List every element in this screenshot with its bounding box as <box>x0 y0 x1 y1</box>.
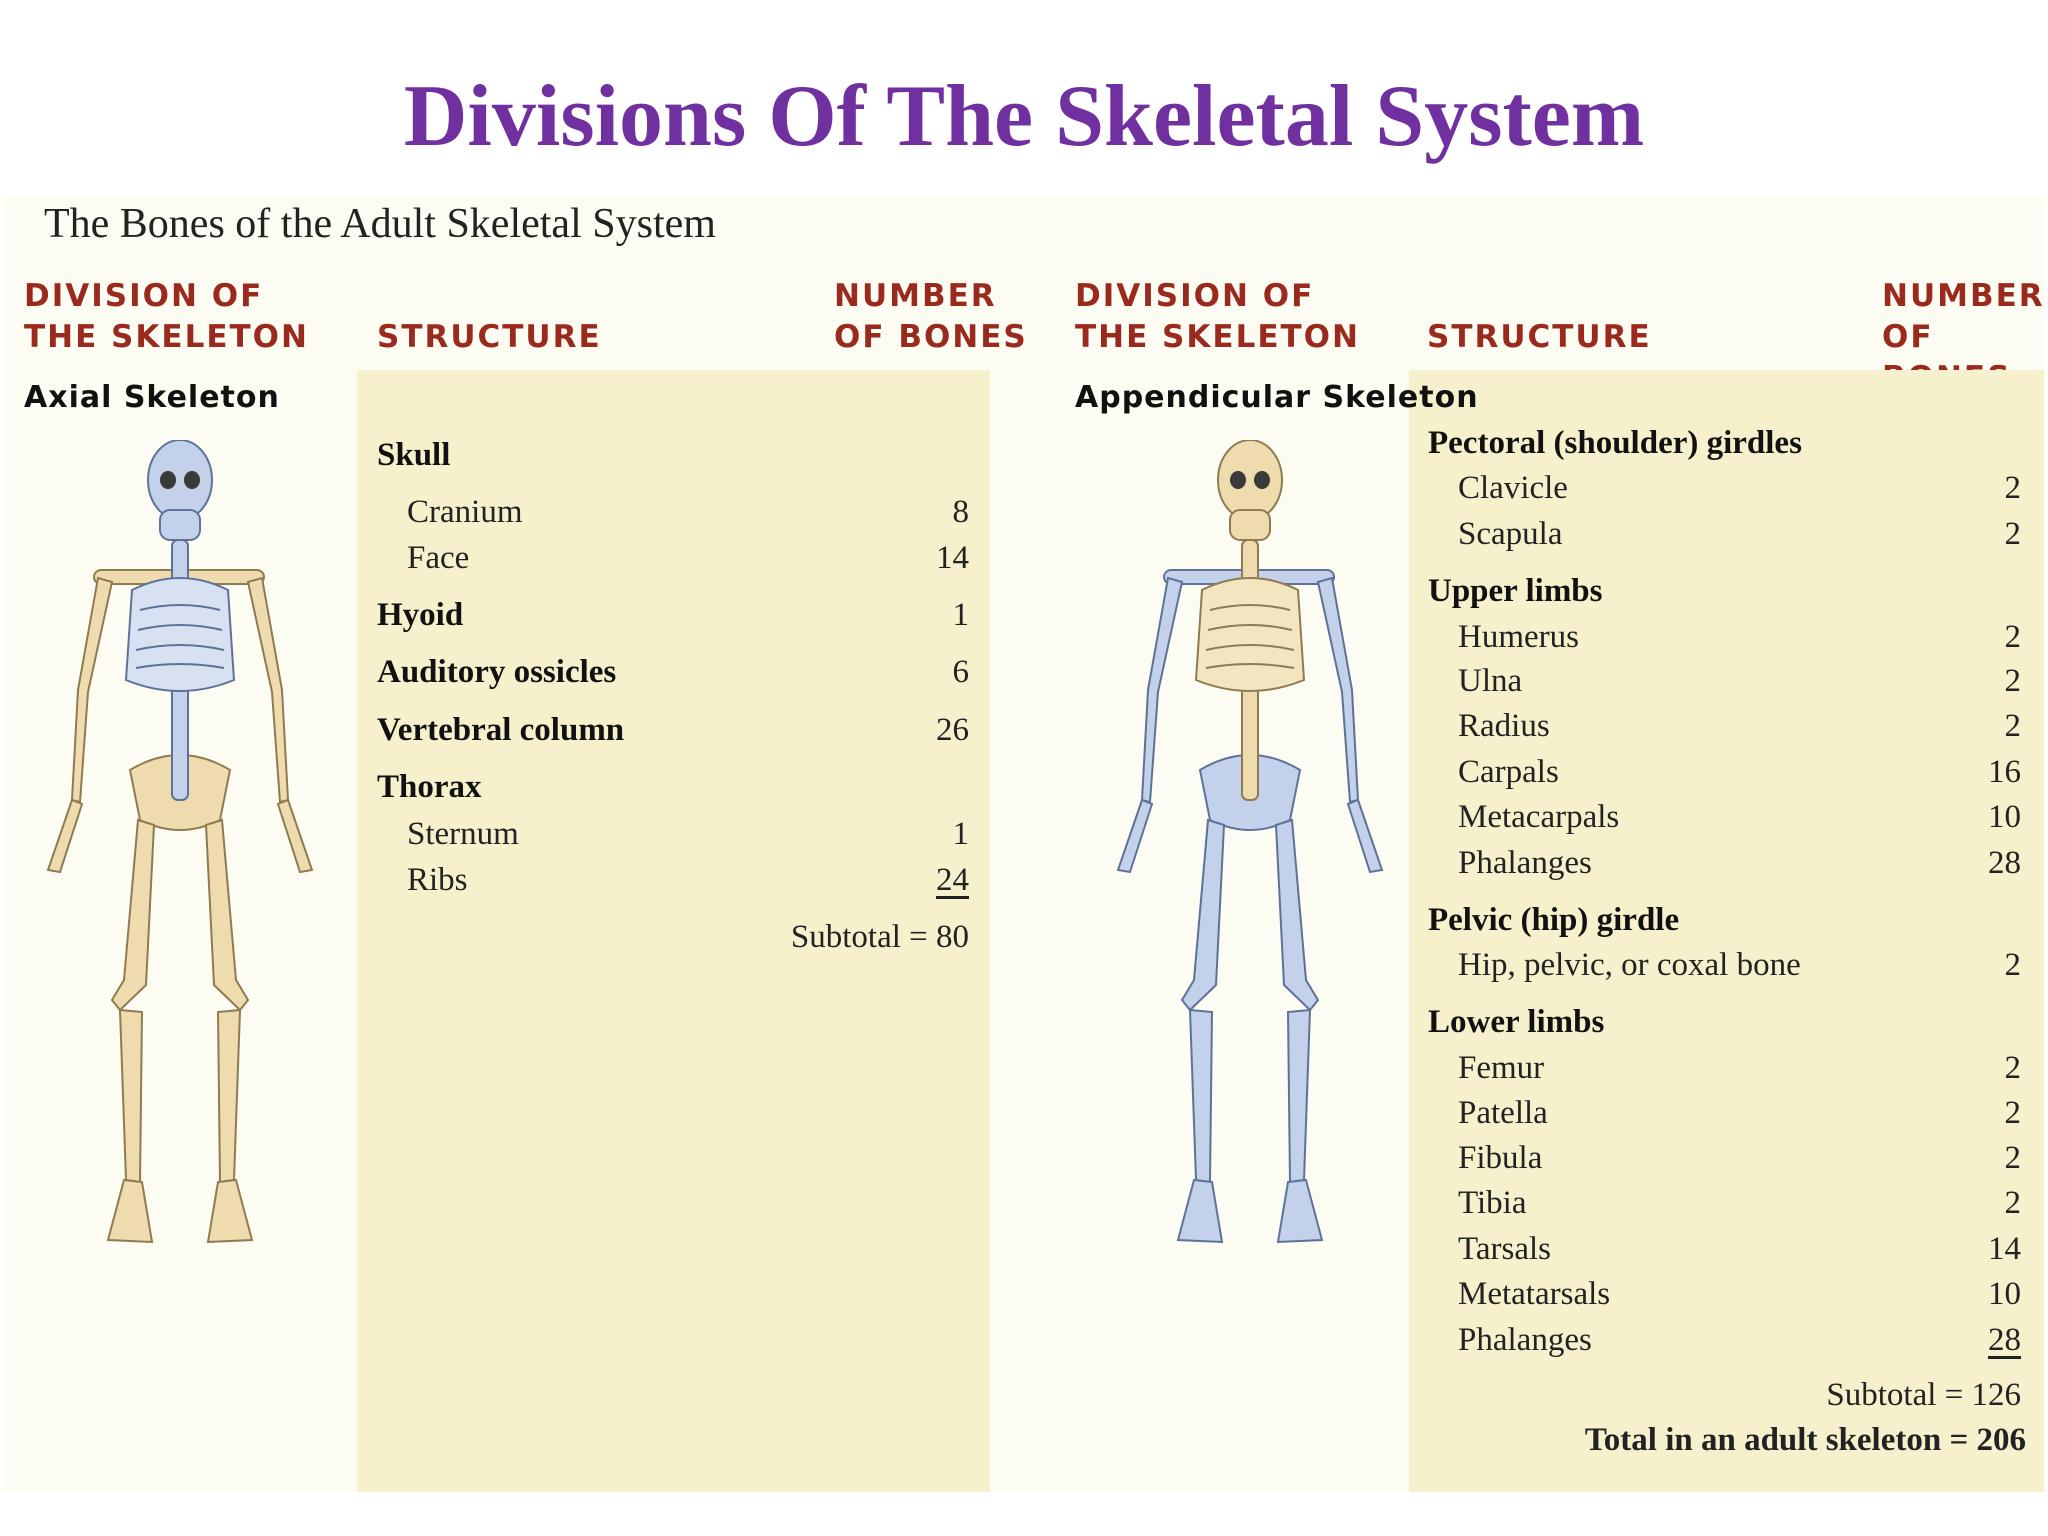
structure-group-label: Pelvic (hip) girdle <box>1428 902 1680 938</box>
table-title: The Bones of the Adult Skeletal System <box>44 201 716 247</box>
structure-item-label: Sternum <box>407 816 519 852</box>
skull-eyes <box>1230 471 1270 489</box>
bone-count: 1 <box>952 597 970 633</box>
structure-item-label: Phalanges <box>1458 845 1592 881</box>
bone-count: 26 <box>936 712 969 748</box>
appendicular-structure-column <box>1409 370 2044 1492</box>
bone-count: 10 <box>1988 799 2021 835</box>
axial-skeleton-illustration <box>46 440 314 1244</box>
bone-count: 10 <box>1988 1276 2021 1312</box>
limb-bones <box>46 569 314 1244</box>
division-appendicular: Appendicular Skeleton <box>1075 380 1479 415</box>
appendicular-subtotal: Subtotal = 126 <box>1826 1377 2021 1413</box>
structure-item-label: Humerus <box>1458 619 1579 655</box>
structure-item-label: Hip, pelvic, or coxal bone <box>1458 947 1801 983</box>
bone-count: 16 <box>1988 754 2021 790</box>
bone-count: 2 <box>2004 708 2022 744</box>
structure-group-label: Skull <box>377 437 451 473</box>
structure-item-label: Patella <box>1458 1095 1548 1131</box>
bone-count: 8 <box>952 494 970 530</box>
header-structure-right: STRUCTURE <box>1427 319 1652 355</box>
structure-item-label: Radius <box>1458 708 1550 744</box>
structure-group-label: Pectoral (shoulder) girdles <box>1428 425 1802 461</box>
structure-item-label: Metatarsals <box>1458 1276 1611 1312</box>
structure-item-label: Ribs <box>407 862 468 898</box>
structure-item-label: Phalanges <box>1458 1322 1592 1358</box>
structure-group-label: Thorax <box>377 769 482 805</box>
structure-item-label: Fibula <box>1458 1140 1543 1176</box>
appendicular-skeleton-illustration <box>1116 440 1384 1244</box>
bone-count: 2 <box>2004 516 2022 552</box>
header-division-right: DIVISION OF THE SKELETON <box>1075 278 1360 355</box>
structure-item-label: Carpals <box>1458 754 1559 790</box>
bone-count: 28 <box>1988 845 2021 881</box>
structure-item-label: Tarsals <box>1458 1231 1551 1267</box>
bone-count: 2 <box>2004 1185 2022 1221</box>
structure-item-label: Metacarpals <box>1458 799 1620 835</box>
bone-count: 1 <box>952 816 970 852</box>
header-division-left: DIVISION OF THE SKELETON <box>24 278 309 355</box>
axial-bones <box>124 440 236 801</box>
header-structure-left: STRUCTURE <box>377 319 602 355</box>
structure-item-label: Femur <box>1458 1050 1545 1086</box>
header-number-left: NUMBER OF BONES <box>834 278 1028 355</box>
structure-group-label: Upper limbs <box>1428 573 1603 609</box>
bone-count: 2 <box>2004 619 2022 655</box>
structure-item-label: Clavicle <box>1458 470 1568 506</box>
structure-item-label: Face <box>407 540 470 576</box>
skull-eyes <box>160 471 200 489</box>
axial-bones <box>1194 440 1306 801</box>
structure-group-label: Hyoid <box>377 597 464 633</box>
bone-count: 2 <box>2004 1140 2022 1176</box>
structure-item-label: Tibia <box>1458 1185 1527 1221</box>
bone-count: 14 <box>1988 1231 2021 1267</box>
division-axial: Axial Skeleton <box>24 380 280 415</box>
bone-count: 6 <box>952 654 970 690</box>
bone-count: 2 <box>2004 470 2022 506</box>
structure-group-label: Vertebral column <box>377 712 625 748</box>
bone-count: 2 <box>2004 947 2022 983</box>
bone-count: 2 <box>2004 1095 2022 1131</box>
bone-count: 2 <box>2004 663 2022 699</box>
structure-group-label: Lower limbs <box>1428 1004 1605 1040</box>
structure-item-label: Scapula <box>1458 516 1563 552</box>
bone-count: 2 <box>2004 1050 2022 1086</box>
structure-item-label: Ulna <box>1458 663 1523 699</box>
skeleton-total: Total in an adult skeleton = 206 <box>1584 1422 2026 1458</box>
axial-subtotal: Subtotal = 80 <box>790 919 969 955</box>
slide-title: Divisions Of The Skeletal System <box>403 68 1645 165</box>
bone-count: 24 <box>936 862 969 898</box>
structure-group-label: Auditory ossicles <box>377 654 617 690</box>
structure-item-label: Cranium <box>407 494 523 530</box>
bone-count: 28 <box>1988 1322 2021 1358</box>
axial-structure-column <box>357 370 990 1492</box>
bone-count: 14 <box>936 540 969 576</box>
